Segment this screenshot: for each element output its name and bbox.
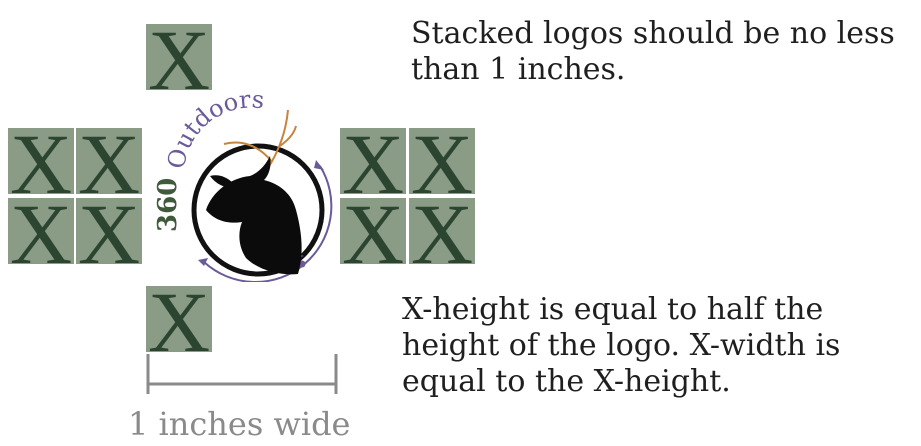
logo-360-text: 360 bbox=[153, 178, 183, 232]
spacing-box-right-3: X bbox=[340, 198, 406, 264]
x-glyph: X bbox=[341, 128, 405, 194]
x-glyph: X bbox=[410, 128, 474, 194]
x-glyph: X bbox=[9, 128, 73, 194]
deer-head-icon bbox=[206, 156, 302, 275]
spacing-box-left-4: X bbox=[76, 198, 142, 264]
note-min-size: Stacked logos should be no less than 1 i… bbox=[411, 16, 895, 87]
spacing-box-top: X bbox=[146, 24, 212, 90]
antler-icon bbox=[223, 109, 297, 175]
logo-360-outdoors: Outdoors 360 bbox=[153, 92, 333, 282]
x-glyph: X bbox=[147, 24, 211, 90]
x-glyph: X bbox=[147, 286, 211, 352]
arrow-icon bbox=[314, 160, 324, 170]
x-glyph: X bbox=[9, 198, 73, 264]
spacing-box-right-2: X bbox=[409, 128, 475, 194]
note-x-height: X-height is equal to half the height of … bbox=[402, 292, 841, 399]
spacing-box-left-2: X bbox=[76, 128, 142, 194]
spacing-box-right-1: X bbox=[340, 128, 406, 194]
spacing-box-right-4: X bbox=[409, 198, 475, 264]
logo-ring bbox=[191, 143, 325, 277]
spacing-box-left-1: X bbox=[8, 128, 74, 194]
width-measure bbox=[146, 354, 338, 394]
deer-ear-icon bbox=[210, 175, 234, 188]
spacing-box-bottom: X bbox=[146, 286, 212, 352]
x-glyph: X bbox=[341, 198, 405, 264]
logo-outdoors-text: Outdoors bbox=[162, 92, 265, 171]
measure-label: 1 inches wide bbox=[128, 405, 351, 443]
x-glyph: X bbox=[77, 198, 141, 264]
x-glyph: X bbox=[77, 128, 141, 194]
x-glyph: X bbox=[410, 198, 474, 264]
spacing-box-left-3: X bbox=[8, 198, 74, 264]
arrow-icon bbox=[198, 258, 208, 266]
